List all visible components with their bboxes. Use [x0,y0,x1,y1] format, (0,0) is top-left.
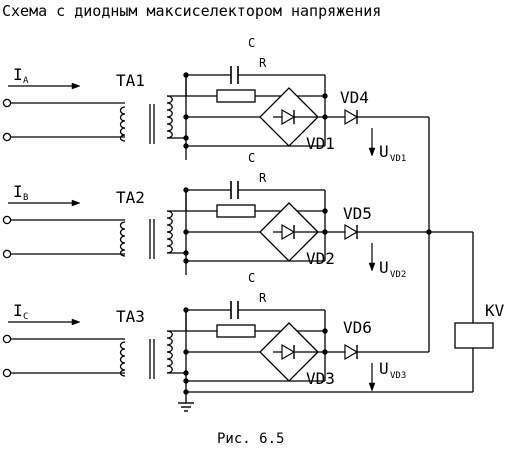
voltage-label-1: U [379,142,389,161]
channel-1 [2,65,430,157]
output-bus [426,117,494,392]
bridge-label-1: VD1 [306,134,335,153]
diode-label-vd5: VD5 [343,204,372,223]
bridge-label-2: VD2 [306,249,335,268]
resistor-label-3: R [259,291,267,305]
voltage-sub-3: VD3 [390,371,406,381]
channel-3 [2,300,430,392]
relay-label: KV [485,301,505,320]
diagram-title: Схема с диодным максиселектором напряжен… [2,2,381,20]
voltage-label-3: U [379,359,389,378]
current-sub-b: B [23,193,28,203]
channel-2 [2,180,430,272]
resistor-label-1: R [259,56,267,70]
transformer-label-3: TA3 [116,307,145,326]
capacitor-label-1: C [248,36,255,50]
current-label-c: I [13,301,23,320]
input-terminals-2 [2,199,126,259]
current-label-b: I [13,182,23,201]
current-sub-c: C [23,312,28,322]
ground-bus [178,143,473,412]
transformer-label-2: TA2 [116,188,145,207]
input-terminals-1 [2,82,126,142]
relay-coil [454,322,494,349]
input-terminals-3 [2,318,126,378]
diode-label-vd4: VD4 [340,88,369,107]
figure-caption: Рис. 6.5 [217,431,284,447]
capacitor-label-2: C [248,151,255,165]
voltage-sub-1: VD1 [390,154,406,164]
voltage-label-2: U [379,258,389,277]
current-sub-a: A [23,76,29,86]
transformer-label-1: TA1 [116,71,145,90]
capacitor-label-3: C [248,271,255,285]
current-label-a: I [13,65,23,84]
diode-label-vd6: VD6 [343,318,372,337]
resistor-label-2: R [259,171,267,185]
voltage-sub-2: VD2 [390,270,406,280]
bridge-label-3: VD3 [306,369,335,388]
